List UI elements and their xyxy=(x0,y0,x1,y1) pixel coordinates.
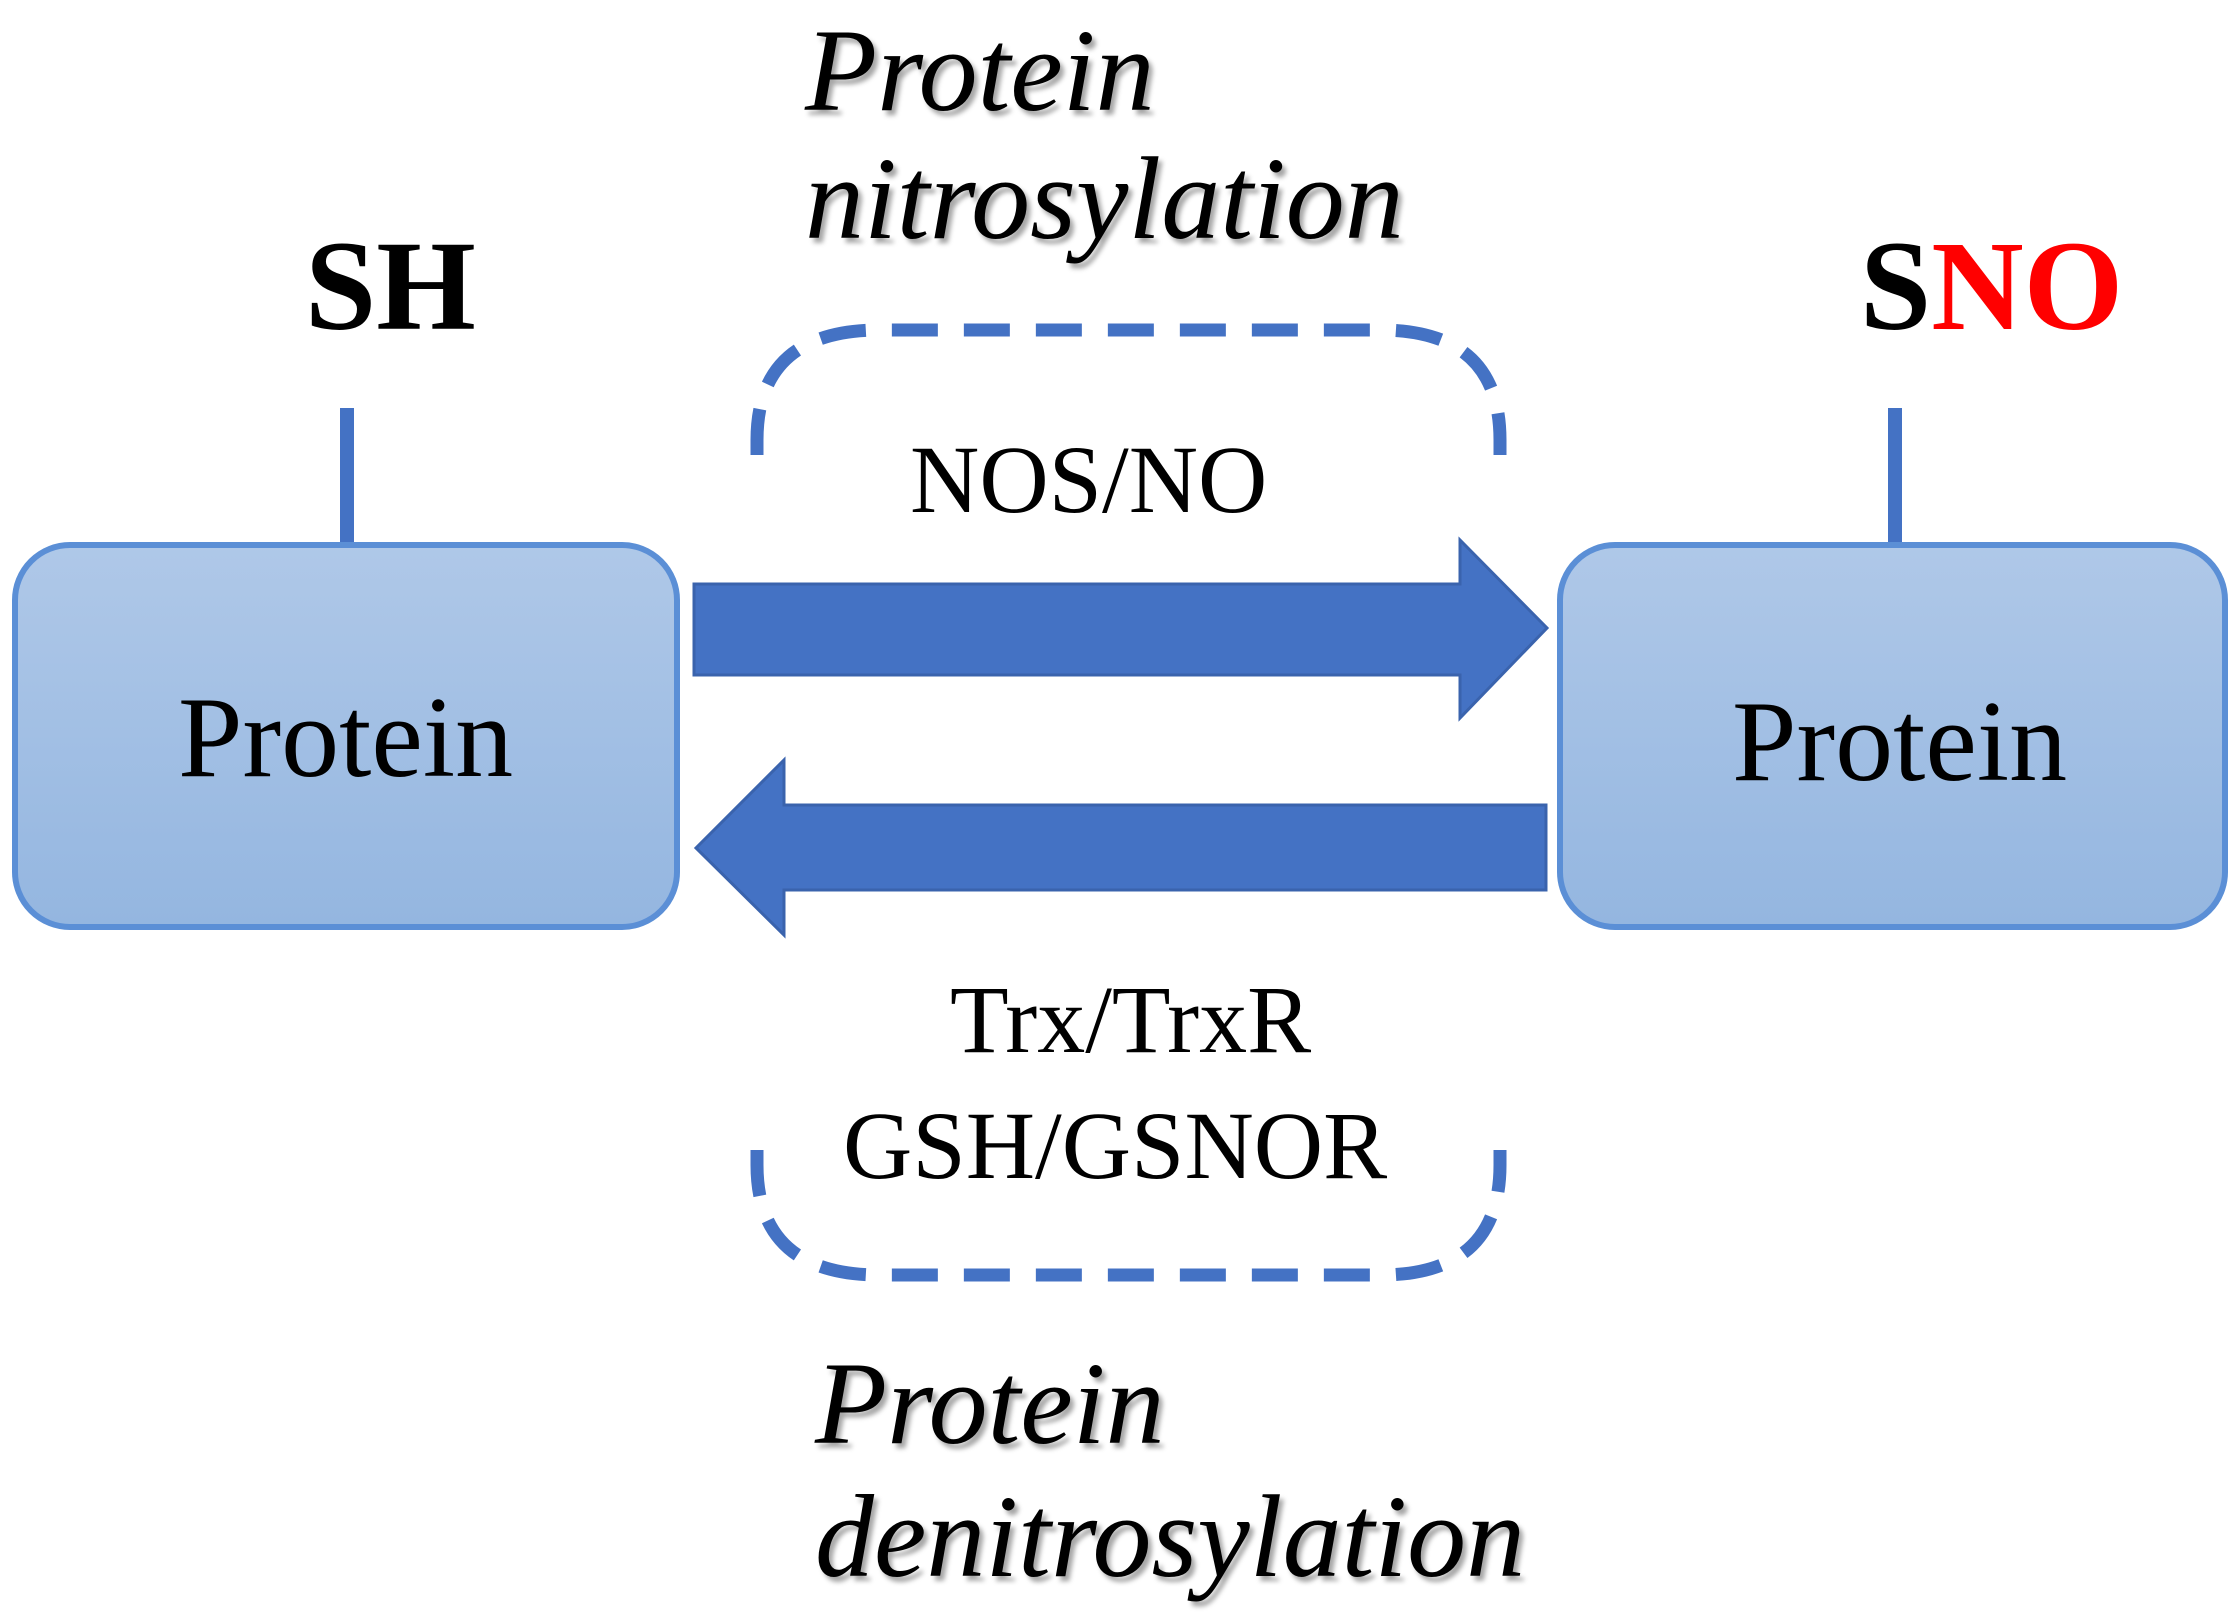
left-group-label: SH xyxy=(305,215,476,357)
right-protein-label: Protein xyxy=(1732,678,2068,806)
top-process-title-line1: Protein xyxy=(805,5,1155,136)
reverse-arrow xyxy=(693,756,1548,939)
forward-arrow xyxy=(692,536,1550,722)
right-group-s: S xyxy=(1860,215,1932,357)
left-protein-box xyxy=(12,542,680,930)
reverse-reagent-line2: GSH/GSNOR xyxy=(843,1092,1388,1199)
right-group-no: NO xyxy=(1931,215,2124,357)
left-protein-label: Protein xyxy=(178,674,514,802)
reverse-reagent-line1: Trx/TrxR xyxy=(950,966,1312,1073)
forward-reagent-label: NOS/NO xyxy=(910,426,1268,533)
bottom-process-title-line2: denitrosylation xyxy=(815,1471,1526,1602)
bottom-process-title-line1: Protein xyxy=(815,1338,1165,1469)
right-protein-box xyxy=(1557,542,2228,930)
top-process-title-line2: nitrosylation xyxy=(805,133,1404,264)
bottom-dashed-connector xyxy=(750,1150,1507,1282)
top-dashed-connector xyxy=(750,323,1507,455)
right-group-label: SNO xyxy=(1860,222,2123,350)
